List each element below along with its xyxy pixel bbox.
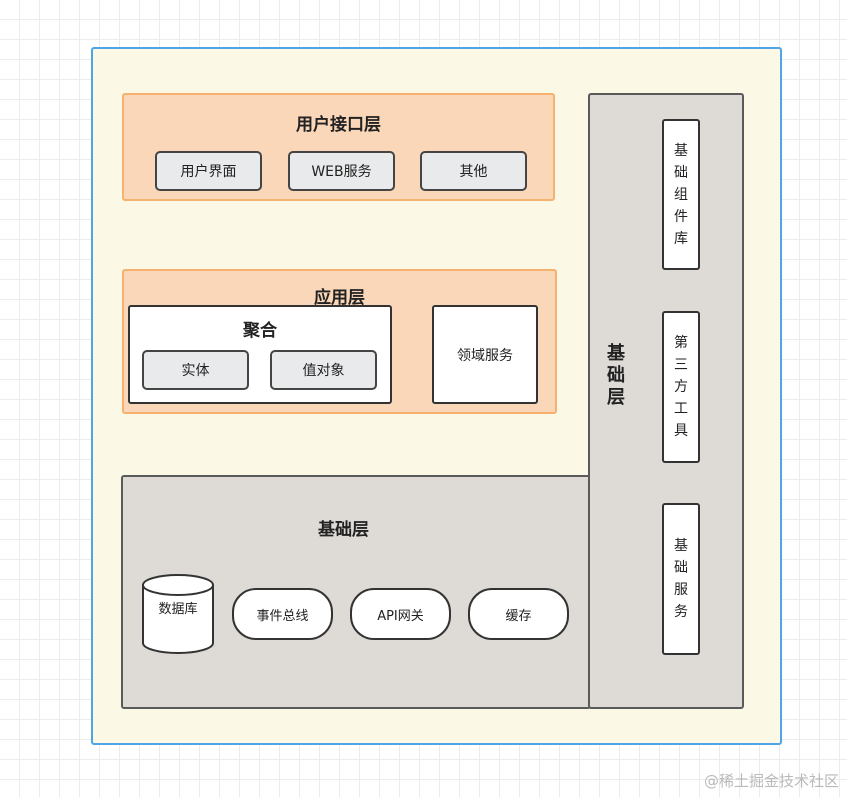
aggregate-item-entity: 实体 bbox=[142, 350, 249, 390]
ui-item-user-interface: 用户界面 bbox=[155, 151, 262, 191]
aggregate-title: 聚合 bbox=[243, 321, 277, 341]
user-interface-layer-title: 用户接口层 bbox=[296, 115, 381, 135]
database-label: 数据库 bbox=[158, 602, 198, 617]
foundation-column-title: 基础层 bbox=[607, 343, 625, 408]
ui-item-other: 其他 bbox=[420, 151, 527, 191]
watermark: @稀土掘金技术社区 bbox=[703, 772, 839, 790]
foundation-item-component-library-label: 基础组件库 bbox=[674, 142, 688, 247]
foundation-item-basic-services: 基础服务 bbox=[662, 503, 700, 655]
api-gateway-pill: API网关 bbox=[350, 588, 451, 640]
application-layer-title: 应用层 bbox=[314, 288, 365, 308]
database-cylinder bbox=[142, 574, 214, 654]
aggregate-item-value-object: 值对象 bbox=[270, 350, 377, 390]
infrastructure-layer-title: 基础层 bbox=[318, 520, 369, 540]
cache-pill: 缓存 bbox=[468, 588, 569, 640]
foundation-item-third-party-tools: 第三方工具 bbox=[662, 311, 700, 463]
event-bus-pill: 事件总线 bbox=[232, 588, 333, 640]
domain-service-label: 领域服务 bbox=[457, 347, 513, 364]
ui-item-web-service: WEB服务 bbox=[288, 151, 395, 191]
foundation-item-third-party-tools-label: 第三方工具 bbox=[674, 335, 688, 439]
foundation-item-component-library: 基础组件库 bbox=[662, 119, 700, 270]
domain-service-box: 领域服务 bbox=[432, 305, 538, 404]
foundation-item-basic-services-label: 基础服务 bbox=[674, 538, 688, 620]
